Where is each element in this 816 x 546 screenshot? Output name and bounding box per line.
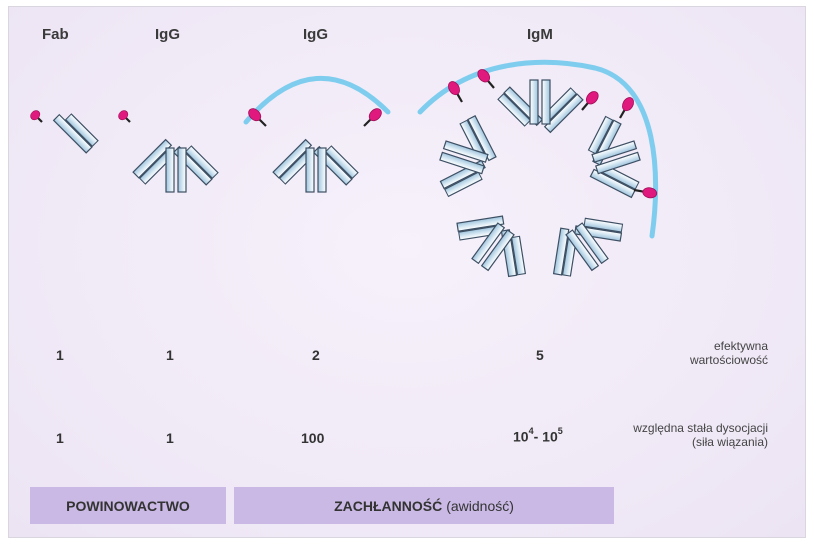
igm-pentamer [430, 80, 650, 290]
header-fab: Fab [42, 26, 69, 43]
antigen-icon [359, 105, 385, 131]
igg-antibody-bound [273, 140, 358, 192]
antigen-icon [445, 78, 468, 106]
valency-fab: 1 [56, 347, 64, 363]
avidity-band: ZACHŁANNOŚĆ(awidność) [234, 487, 614, 524]
fab-fragment [54, 108, 99, 153]
antigen-icon [115, 107, 135, 127]
igg-antibody [133, 140, 218, 192]
affinity-band: POWINOWACTWO [30, 487, 226, 524]
dissociation-label: względna stała dysocjacji (siła wiązania… [633, 421, 768, 449]
dissociation-igg-1: 1 [166, 430, 174, 446]
valency-igg-2: 2 [312, 347, 320, 363]
header-igm: IgM [527, 26, 553, 43]
valency-igg-1: 1 [166, 347, 174, 363]
antigen-surface-igg [243, 76, 391, 125]
dissociation-igg-2: 100 [301, 430, 325, 446]
valency-label: efektywna wartościowość [689, 339, 768, 367]
diagram-frame [8, 6, 806, 538]
antigen-surface-igm [417, 59, 659, 239]
header-igg-1: IgG [155, 26, 180, 43]
antigen-icon [614, 94, 637, 122]
dissociation-fab: 1 [56, 430, 64, 446]
dissociation-igm: 104- 105 [513, 426, 563, 445]
antigen-icon [27, 107, 47, 127]
valency-igm: 5 [536, 347, 544, 363]
header-igg-2: IgG [303, 26, 328, 43]
